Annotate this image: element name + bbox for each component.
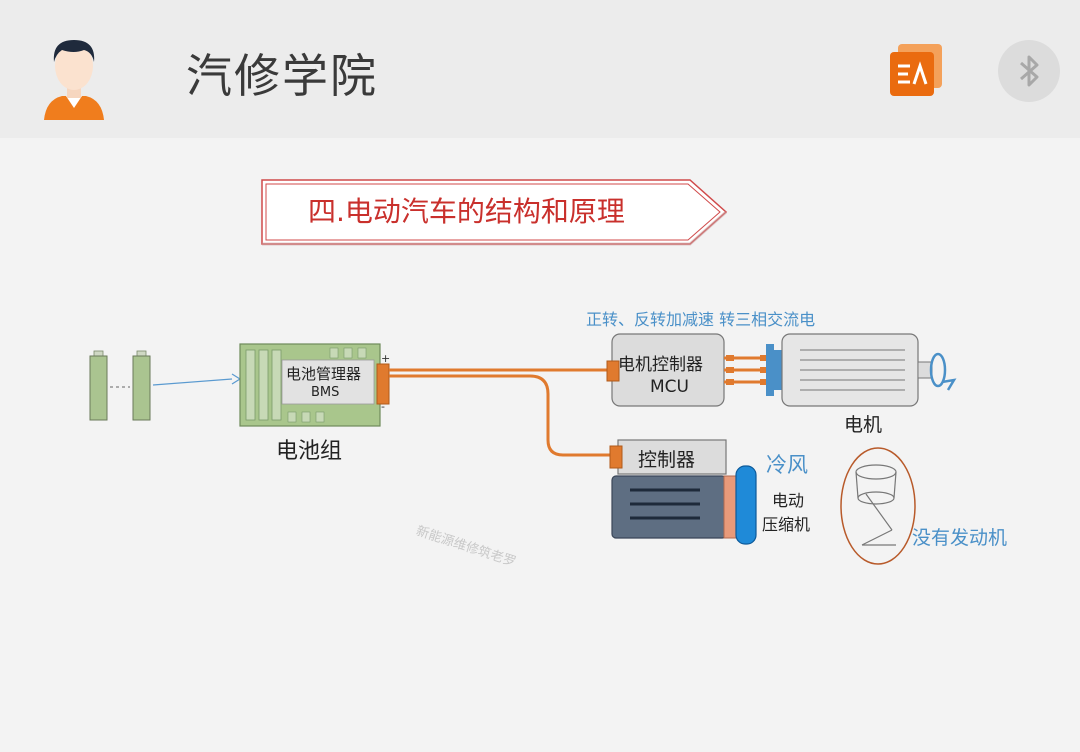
rotation-arrow-icon: [929, 352, 957, 391]
compressor-label-line2: 压缩机: [762, 515, 811, 534]
three-phase-wires: [724, 355, 768, 385]
compressor-controller-label: 控制器: [638, 449, 696, 471]
negative-terminal-label: -: [381, 400, 385, 413]
battery-pack: [239, 343, 390, 427]
electric-ac-compressor: [609, 439, 757, 545]
pack-connector: [376, 363, 390, 405]
battery-cell-left: [89, 350, 108, 421]
hv-cables: [389, 368, 612, 457]
app-header: 汽修学院: [0, 0, 1080, 138]
slide-title: 四.电动汽车的结构和原理: [308, 195, 625, 228]
diagram-canvas: [0, 138, 1080, 752]
avatar-icon[interactable]: [40, 34, 108, 120]
document-app-icon[interactable]: [888, 42, 944, 98]
no-engine-label: 没有发动机: [912, 527, 1008, 549]
positive-terminal-label: +: [381, 352, 391, 365]
title-banner: [261, 179, 728, 246]
bms-module: [281, 359, 375, 405]
electric-motor: [766, 333, 933, 407]
battery-cell-right: [132, 350, 151, 421]
motor-controller-mcu: [606, 333, 725, 407]
cold-air-label: 冷风: [766, 453, 808, 477]
mcu-sub-label: MCU: [650, 377, 689, 397]
bluetooth-button[interactable]: [998, 40, 1060, 102]
motor-label: 电机: [844, 414, 883, 436]
battery-pack-label: 电池组: [276, 439, 343, 464]
no-engine-illustration: [840, 447, 916, 565]
bluetooth-icon: [1020, 55, 1039, 87]
bms-sub-label: BMS: [311, 385, 340, 400]
compressor-label-line1: 电动: [772, 491, 805, 510]
mcu-label: 电机控制器: [618, 355, 703, 375]
app-title: 汽修学院: [186, 49, 378, 103]
motor-command-caption: 正转、反转加减速 转三相交流电: [586, 310, 816, 329]
bms-label: 电池管理器: [286, 365, 362, 383]
compressor-controller: [617, 439, 727, 475]
